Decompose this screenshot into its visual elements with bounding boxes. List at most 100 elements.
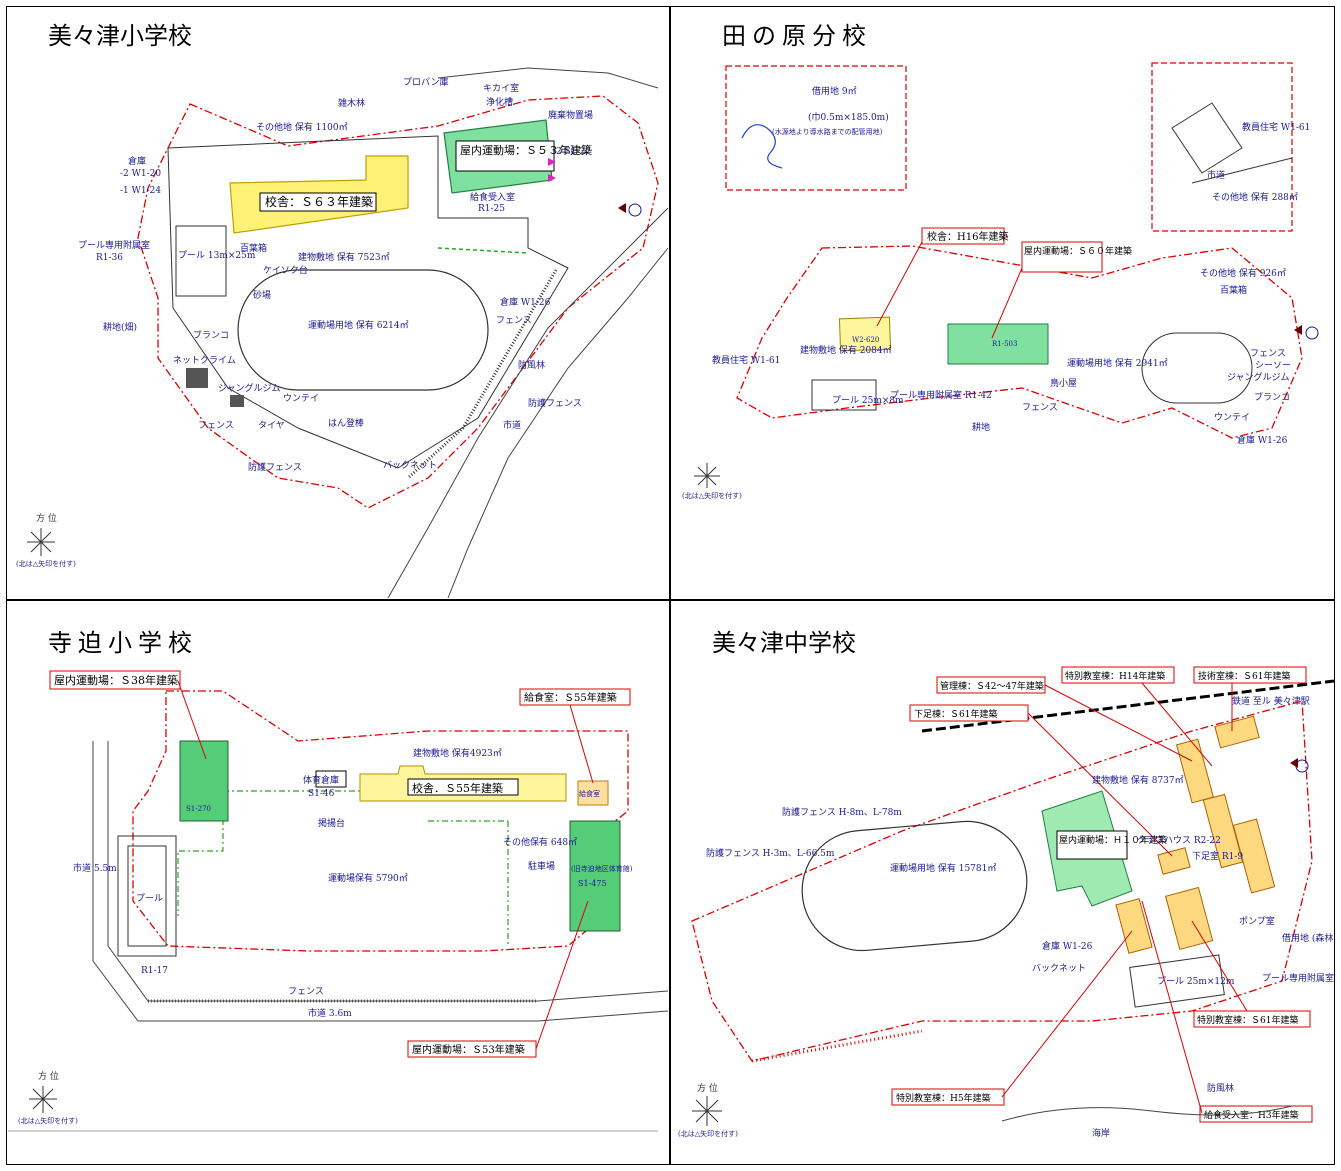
- hyakuyoba-label: 百葉箱: [1220, 284, 1247, 296]
- fence-label-2: フェンス: [198, 421, 234, 431]
- fence-label: フェンス: [1250, 349, 1286, 359]
- gesoshitsu-label: 下足室 R1-9: [1192, 850, 1243, 862]
- jungle-label: ジャングルジム: [1227, 371, 1290, 383]
- site-map: 鉄道 至ル 美々津駅 運動場用地 保有 15781㎡ 屋内運動場：Ｈ１０年建築 …: [678, 666, 1334, 1139]
- site-map: 借用地 9㎡ (巾0.5m×185.0m) (水源地より導水路までの配管用地) …: [682, 62, 1319, 500]
- pool: [175, 225, 227, 297]
- north-note: (北は△矢印を付す): [678, 1129, 738, 1138]
- gate-icon: [628, 203, 642, 217]
- fence-line: [406, 269, 558, 480]
- other-label: その他保有 648㎡: [503, 836, 577, 848]
- label-box: [1056, 830, 1128, 860]
- green-fence: [437, 247, 529, 254]
- pool: [811, 379, 877, 411]
- gym-label: 屋内運動場：Ｓ５３年建築: [460, 143, 592, 157]
- compass-icon: [29, 1086, 57, 1113]
- school-label: 校舎：H16年建築: [927, 230, 1008, 243]
- compass-icon: [692, 1096, 722, 1126]
- north-arrow-icon: [618, 203, 626, 213]
- s1270-label: S1-270: [186, 805, 211, 813]
- taiiku-label: 体育倉庫: [303, 774, 339, 786]
- callout-line: [1044, 684, 1193, 762]
- fence-label-2: フェンス: [1022, 403, 1058, 413]
- label-box: [1061, 666, 1175, 684]
- pool-inner: [127, 845, 167, 947]
- chusha-label: 駐車場: [528, 860, 555, 872]
- houi-label: 方 位: [36, 512, 57, 524]
- r125-label: R1-25: [478, 204, 505, 214]
- s1475-label: S1-475: [578, 879, 607, 888]
- teacher-house-box: [1151, 62, 1293, 232]
- gym-label: 屋内運動場：Ｓ６０年建築: [1024, 245, 1132, 257]
- backnet-label: バックネット: [383, 460, 437, 471]
- vertical-divider: [669, 6, 671, 1165]
- running-track: [1141, 332, 1253, 404]
- property-boundary: [736, 245, 1303, 439]
- untei-label: ウンテイ: [1214, 412, 1250, 423]
- property-boundary: [132, 690, 629, 952]
- bofu-label: 防風林: [518, 359, 545, 371]
- pump-label: ポンプ室: [1239, 915, 1275, 927]
- w120-label: -2 W1-20: [120, 169, 161, 179]
- water-line: [741, 124, 783, 169]
- callout-line: [177, 680, 207, 760]
- panel-mimitsu-elementary: 美々津小学校 校舎：Ｓ６３年建築 屋内運動場：Ｓ５３年建築 運動場用地 保有 6…: [8, 8, 668, 598]
- north-note: (北は△矢印を付す): [18, 1116, 78, 1125]
- souko2-label: 倉庫 W1-26: [500, 296, 551, 308]
- kyushoku-label: 給食受入室: [470, 191, 515, 203]
- suido-label: (水源地より導水路までの配管用地): [772, 127, 883, 136]
- undo-label: 運動場用地 保有 2941㎡: [1067, 357, 1168, 369]
- horizontal-divider: [6, 599, 1335, 601]
- pink-marker: [548, 158, 556, 166]
- shakuyo-label: 借用地 (森林管理): [1282, 932, 1334, 944]
- fence2-label: 防護フェンス H-3m、L-66.5m: [706, 847, 835, 859]
- other1-label: その他地 保有 288㎡: [1212, 191, 1298, 203]
- site-outline: [167, 135, 569, 469]
- label-box: [1193, 1010, 1311, 1028]
- school-label: 校舎：Ｓ６３年建築: [265, 194, 373, 209]
- zatsuboku-label: 雑木林: [338, 97, 365, 109]
- leased-land-box: [725, 65, 907, 191]
- panel-mimitsu-junior-high: 美々津中学校 鉄道 至ル 美々津駅 運動場用地 保有 15781㎡ 屋内運動場：…: [672, 601, 1334, 1164]
- r1503-label: R1-503: [992, 340, 1017, 348]
- boshi-label: 防護フェンス: [528, 397, 582, 409]
- kouchi-label: 耕地: [972, 421, 990, 433]
- sunaba-label: 砂場: [253, 289, 271, 301]
- w2620-label: W2-620: [852, 336, 879, 344]
- kyoin2-label: 教員住宅 W1-61: [712, 354, 780, 366]
- hyakuyoba-label: 百葉箱: [240, 242, 267, 254]
- building-block: [1164, 886, 1214, 951]
- pink-marker: [548, 174, 556, 182]
- road-outline: [447, 247, 668, 598]
- net-climb: [186, 368, 208, 388]
- panel-title: 美々津中学校: [712, 629, 856, 657]
- callout-line: [1141, 900, 1203, 1114]
- road: [92, 741, 668, 1022]
- gijutsu-label: 技術室棟：Ｓ61年建築: [1198, 670, 1290, 682]
- gym1-label: 屋内運動場：Ｓ38年建築: [54, 673, 178, 687]
- property-boundary: [137, 95, 659, 509]
- fence1-label: 防護フェンス H-8m、L-78m: [782, 806, 902, 818]
- s146-label: S1-46: [308, 789, 335, 799]
- gate-icon: [1305, 326, 1319, 340]
- backnet-label: バックネット: [1032, 963, 1086, 974]
- callout-line: [535, 900, 589, 1050]
- storage-shed: [315, 770, 347, 788]
- north-note: (北は△矢印を付す): [16, 559, 76, 568]
- callout-line: [569, 704, 594, 784]
- kenchiku-label: 建物敷地 保有4923㎡: [413, 747, 502, 759]
- kyushoku-label: 給食受入室：H3年建築: [1204, 1109, 1299, 1121]
- tokubetsu2-label: 特別教室棟：Ｓ61年建築: [1197, 1014, 1298, 1026]
- pool: [117, 835, 177, 957]
- label-box: [921, 227, 1005, 245]
- tetsudo-label: 鉄道 至ル 美々津駅: [1232, 695, 1310, 707]
- kyushoku-small-label: 給食室: [579, 789, 600, 798]
- boundary-ticks: [751, 1029, 923, 1063]
- other2-label: その他地 保有 926㎡: [1200, 267, 1286, 279]
- teacher-house: [1171, 102, 1243, 174]
- boshi-label-2: 防護フェンス: [248, 461, 302, 473]
- label-box: [49, 670, 181, 690]
- callout-line: [1027, 712, 1173, 857]
- label-box: [1193, 666, 1307, 684]
- label-box: [455, 140, 555, 172]
